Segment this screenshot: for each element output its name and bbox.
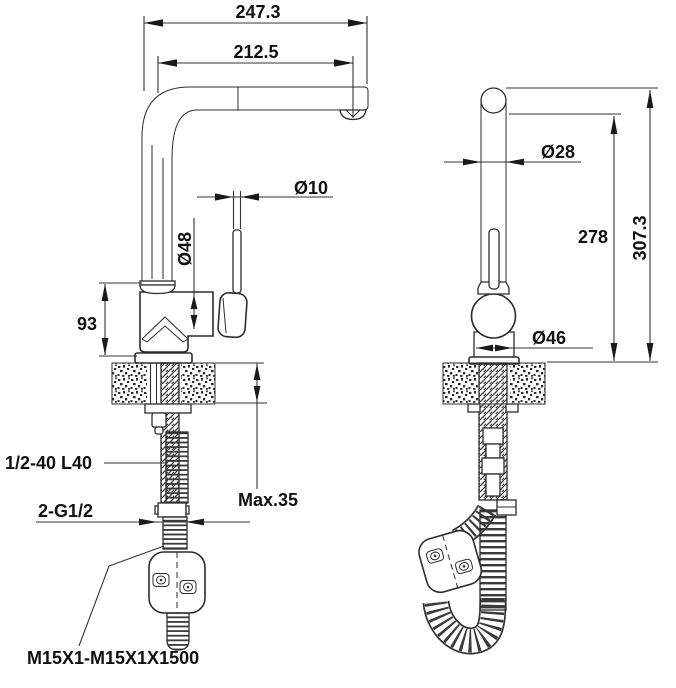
hose-hex-notch-left	[154, 505, 159, 515]
counterweight-front	[148, 551, 206, 651]
weight-screw-2	[179, 580, 197, 594]
hose-thread-upper	[165, 431, 189, 504]
label-shank-thread: 1/2-40 L40	[5, 453, 92, 473]
shank-nut-tab-right	[505, 403, 519, 413]
connector-box-2	[485, 443, 501, 459]
dim-label-handle-rod-diameter: Ø10	[294, 178, 328, 198]
dim-label-overall-reach: 247.3	[235, 2, 280, 22]
spout-top-edge	[190, 86, 369, 111]
faucet-body-side	[468, 87, 520, 365]
spout-inner-edge	[171, 109, 198, 281]
handle-rod-rear	[488, 228, 500, 290]
connector-box-4	[485, 473, 501, 497]
faucet-body-front	[134, 291, 214, 364]
dimension-spout-reach: 212.5	[157, 42, 354, 118]
mounting-stud-tip	[154, 426, 164, 435]
dimension-column-diameter: Ø28	[444, 142, 581, 166]
deck-hatch-left-side	[443, 363, 478, 404]
spout-outer-edge	[141, 86, 191, 281]
dimension-handle-rod-diameter: Ø10	[197, 178, 333, 229]
body-chevron-outer	[141, 316, 189, 340]
hose-vertical	[479, 509, 507, 611]
weight-centerline-side	[442, 534, 459, 589]
dim-label-column-diameter: Ø28	[541, 142, 575, 162]
label-supply-hose: M15X1-M15X1X1500	[27, 648, 199, 668]
front-view: 247.3 212.5 Ø10 Ø48 93 Max.35	[5, 2, 369, 668]
dim-label-deck-to-spout-underside: 278	[578, 227, 608, 247]
dimension-body-diameter: Ø48	[175, 218, 198, 329]
dimension-max-deck-thickness: Max.35	[216, 362, 298, 510]
shank-nut-tab-left	[467, 403, 481, 413]
dim-label-base-diameter: Ø46	[532, 328, 566, 348]
dim-label-deck-to-spout-body: 93	[77, 314, 97, 334]
callout-shank-thread: 1/2-40 L40	[5, 453, 166, 473]
deck-hatch-right	[181, 363, 215, 404]
collar-bowl	[139, 284, 176, 295]
dim-label-body-diameter: Ø48	[175, 232, 195, 266]
dimension-deck-to-spout-body: 93	[77, 282, 142, 357]
spout-front	[141, 86, 369, 281]
counterweight-side	[418, 529, 483, 594]
connector-box-1	[482, 427, 504, 445]
mounting-nut	[144, 403, 192, 414]
ball-joint	[470, 293, 517, 339]
weight-screw-side-2	[455, 558, 474, 574]
connector-box-3	[481, 457, 505, 475]
label-hose-nuts: 2-G1/2	[38, 501, 93, 521]
base-flange	[134, 352, 193, 364]
deck-hatch-right-side	[510, 363, 545, 404]
dimension-deck-to-spout-underside: 278	[509, 113, 621, 361]
handle-housing	[217, 291, 248, 339]
dimension-hose-nuts: 2-G1/2	[36, 501, 250, 526]
hose-hex-nut	[157, 502, 187, 518]
spout-collar	[139, 280, 176, 295]
dim-label-max-deck-thickness: Max.35	[238, 490, 298, 510]
dim-label-overall-height: 307.3	[630, 215, 650, 260]
body-chevron-inner	[146, 325, 184, 343]
body-block	[139, 291, 214, 353]
handle-housing-seam	[222, 297, 227, 334]
deck-hatch-left	[112, 363, 147, 404]
underdeck-side	[418, 362, 519, 655]
body-chevron-end-right	[182, 338, 189, 343]
side-view: Ø28 278 307.3 Ø46	[418, 87, 658, 655]
countertop-front	[111, 362, 216, 405]
dimension-overall-reach: 247.3	[143, 2, 368, 91]
body-chevron-end-left	[141, 338, 148, 343]
dim-label-spout-reach: 212.5	[233, 42, 278, 62]
hose-hex-notch-right	[185, 505, 190, 515]
pipe-top-sphere	[480, 87, 507, 114]
weight-screw-1	[152, 573, 170, 587]
dimension-base-diameter: Ø46	[476, 328, 593, 352]
countertop-side	[442, 362, 546, 405]
weight-screw-side-1	[426, 548, 445, 564]
dimension-overall-height: 307.3	[506, 87, 658, 363]
mounting-stud	[151, 412, 167, 428]
handle-rod	[232, 229, 242, 294]
callout-supply-hose: M15X1-M15X1X1500	[27, 545, 199, 668]
weight-thread-stub	[166, 612, 190, 651]
handle-front	[217, 229, 248, 339]
